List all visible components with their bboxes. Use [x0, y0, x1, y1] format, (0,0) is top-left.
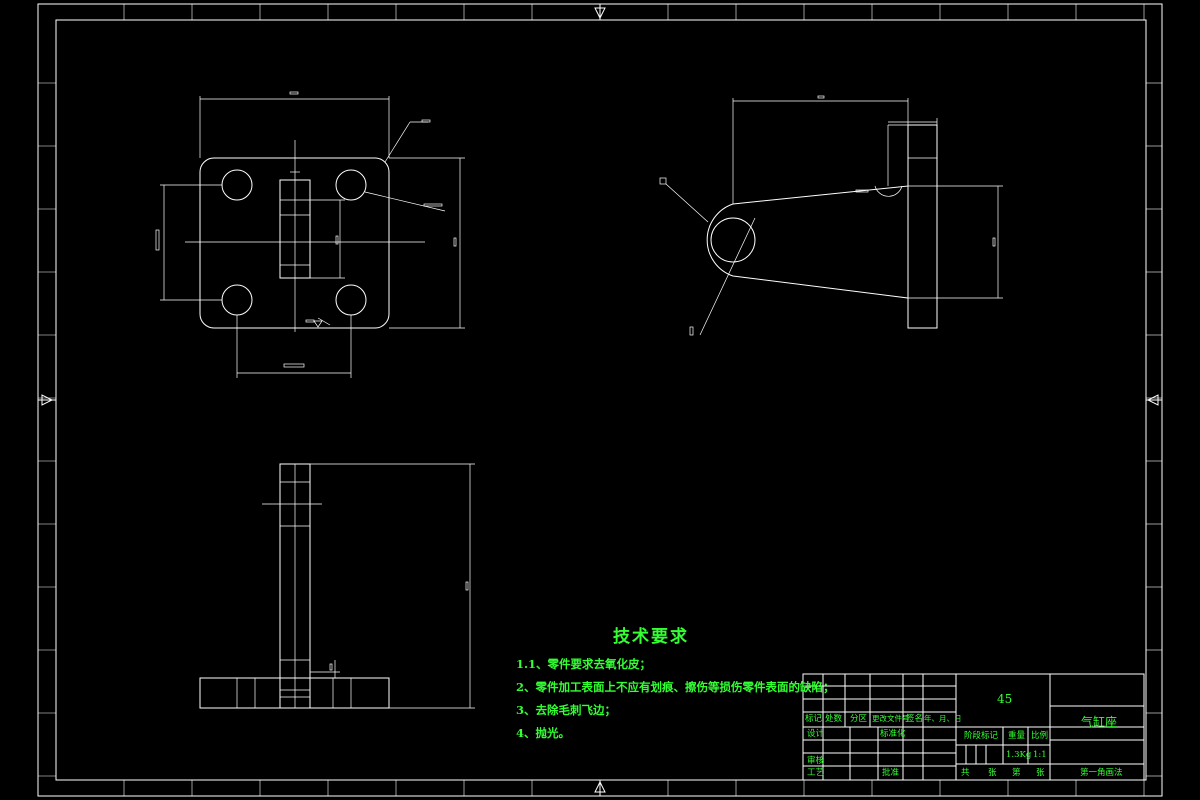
tb-head-change-doc: 更改文件号	[872, 714, 910, 723]
tb-head-date: 年、月、日	[924, 714, 962, 723]
tb-standardization-label: 标准化	[880, 729, 906, 739]
tb-material: 45	[997, 692, 1013, 706]
front-view-plate	[199, 157, 390, 329]
tb-head-mark: 标记	[805, 714, 823, 724]
requirement-item-2: 2、零件加工表面上不应有划痕、擦伤等损伤零件表面的缺陷；	[516, 680, 835, 694]
tb-design-label: 设计	[807, 729, 825, 739]
front-view-hole-br	[335, 284, 367, 316]
requirement-item-3: 3、去除毛刺飞边；	[516, 703, 617, 717]
technical-requirements-title: 技术要求	[613, 627, 689, 647]
tb-part-name: 气缸座	[1081, 715, 1118, 729]
tb-sheets-label-2: 张	[1036, 768, 1045, 778]
zone-ticks	[38, 4, 1162, 796]
front-view	[160, 96, 465, 378]
tb-weight-value: 1.3Kg	[1006, 750, 1032, 760]
tb-head-sign: 签名	[906, 714, 924, 724]
tb-page-label: 第	[1012, 768, 1021, 778]
front-view-hole-tl	[221, 169, 253, 201]
tb-projection-label: 第一角画法	[1080, 768, 1123, 778]
side-view-boss	[710, 217, 756, 263]
tb-stage-label: 阶段标记	[964, 731, 999, 741]
front-view-hole-tr	[335, 169, 367, 201]
side-view-arm	[706, 185, 909, 299]
technical-requirements: 技术要求 1.1、零件要求去氧化皮； 2、零件加工表面上不应有划痕、擦伤等损伤零…	[516, 622, 835, 745]
top-view	[199, 463, 475, 709]
tb-weight-label: 重量	[1008, 731, 1026, 741]
tb-process-label: 工艺	[807, 768, 825, 778]
top-view-base	[199, 677, 390, 709]
tb-total-label: 共	[961, 768, 970, 778]
front-view-hole-bl	[221, 284, 253, 316]
tb-review-label: 审核	[807, 756, 825, 766]
tb-scale-label: 比例	[1031, 731, 1049, 741]
requirement-item-1: 1.1、零件要求去氧化皮；	[516, 657, 652, 671]
requirement-item-4: 4、抛光。	[516, 726, 571, 740]
tb-scale-value: 1:1	[1033, 750, 1047, 760]
tb-approve-label: 批准	[882, 768, 900, 778]
title-block	[802, 673, 1145, 781]
tb-head-count: 处数	[825, 714, 843, 724]
dimension-annotations	[155, 91, 996, 671]
tb-head-zone: 分区	[850, 714, 868, 724]
tb-sheets-label: 张	[988, 768, 997, 778]
side-view-flange	[907, 124, 938, 329]
side-view	[665, 98, 1003, 336]
